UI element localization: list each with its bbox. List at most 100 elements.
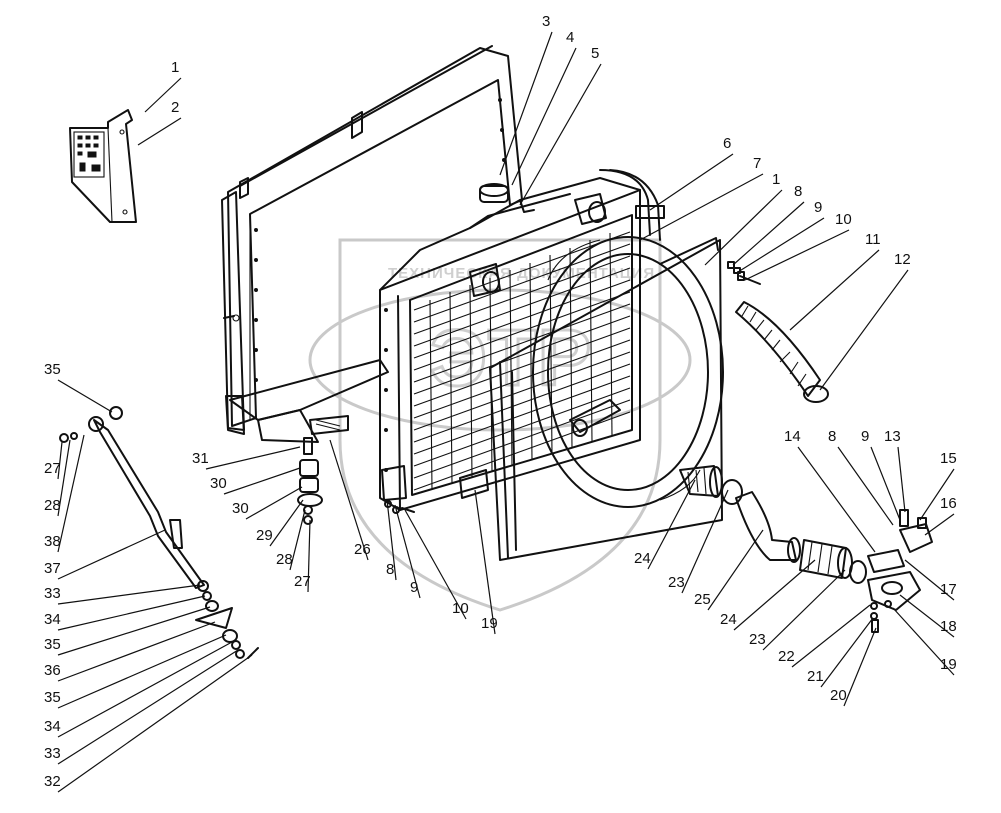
leader-line-c8b: [837, 446, 894, 526]
callout-label-c9b: 9: [861, 428, 869, 445]
leader-line-c5: [519, 63, 602, 206]
callout-label-c26: 26: [354, 541, 371, 558]
leader-line-c33b: [57, 649, 239, 765]
leader-line-c27a: [307, 519, 311, 593]
leader-line-c33a: [57, 584, 201, 605]
callout-label-c21: 21: [807, 668, 824, 685]
tie-rod-assembly: [59, 406, 259, 659]
leader-line-c30b: [245, 486, 303, 520]
leader-line-c32: [57, 654, 253, 793]
leader-line-c25: [707, 529, 764, 611]
callout-label-c8c: 8: [386, 561, 394, 578]
leader-line-c31: [205, 446, 301, 470]
callout-label-c35b: 35: [44, 636, 61, 653]
leader-line-c24a: [647, 479, 696, 570]
callout-label-c15: 15: [940, 450, 957, 467]
callout-label-c19b: 19: [940, 656, 957, 673]
leader-line-c8c: [386, 499, 397, 581]
callout-label-c35c: 35: [44, 689, 61, 706]
callout-label-c16: 16: [940, 495, 957, 512]
leader-line-c20: [843, 627, 877, 707]
callout-label-c31: 31: [192, 450, 209, 467]
leader-line-c19b: [892, 607, 955, 676]
callout-label-c3: 3: [542, 13, 550, 30]
callout-label-c30a: 30: [210, 475, 227, 492]
callout-label-c23a: 23: [668, 574, 685, 591]
callout-label-c23b: 23: [749, 631, 766, 648]
leader-line-c1b: [704, 189, 783, 266]
upper-hose: [735, 301, 829, 403]
callout-label-c22: 22: [778, 648, 795, 665]
leader-line-c28a: [289, 509, 306, 571]
callout-label-c34b: 34: [44, 718, 61, 735]
leader-line-c12: [819, 269, 909, 391]
callout-label-c33b: 33: [44, 745, 61, 762]
callout-label-c8b: 8: [828, 428, 836, 445]
leader-line-c7: [639, 173, 764, 241]
callout-label-c24a: 24: [634, 550, 651, 567]
leader-line-c10b: [404, 509, 467, 620]
leader-line-c10a: [744, 229, 850, 281]
leader-line-c18: [899, 594, 955, 638]
leader-line-c16: [924, 513, 955, 536]
leader-line-c27b: [57, 441, 63, 480]
callout-label-c36: 36: [44, 662, 61, 679]
callout-label-c35a: 35: [44, 361, 61, 378]
callout-label-c7: 7: [753, 155, 761, 172]
leader-line-c21: [820, 617, 874, 688]
leader-line-c36: [57, 621, 216, 682]
leader-line-c9b: [870, 446, 901, 521]
leader-line-c23b: [762, 569, 846, 651]
leader-line-c35a: [57, 379, 113, 413]
leader-line-c34b: [57, 641, 233, 738]
callout-label-c33a: 33: [44, 585, 61, 602]
leader-line-c24b: [733, 559, 816, 631]
callout-label-c1b: 1: [772, 171, 780, 188]
leader-line-c38: [57, 434, 85, 553]
leader-line-c19a: [474, 489, 496, 635]
radiator-frame: [221, 45, 523, 443]
callout-label-c12: 12: [894, 251, 911, 268]
leader-line-c13: [897, 446, 906, 513]
leader-line-c35c: [57, 634, 227, 709]
leader-line-c29: [269, 499, 304, 547]
callout-label-c20: 20: [830, 687, 847, 704]
leader-line-c23a: [681, 489, 729, 594]
leader-line-c11: [789, 249, 880, 331]
callout-label-c6: 6: [723, 135, 731, 152]
leader-line-c22: [791, 604, 871, 668]
leader-line-c9c: [394, 504, 421, 599]
leader-line-c4: [511, 47, 577, 186]
callout-label-c4: 4: [566, 29, 574, 46]
callout-label-c5: 5: [591, 45, 599, 62]
bolt-set-upper: [727, 261, 761, 285]
leader-line-c35b: [57, 606, 211, 656]
callout-label-c17: 17: [940, 581, 957, 598]
callout-label-c13: 13: [884, 428, 901, 445]
callout-label-c14: 14: [784, 428, 801, 445]
bracket-label-plate: [69, 109, 137, 223]
leader-line-c26: [329, 439, 369, 561]
leader-line-c28b: [57, 439, 71, 517]
leader-line-c2: [137, 117, 182, 146]
callout-label-c37: 37: [44, 560, 61, 577]
callout-label-c34a: 34: [44, 611, 61, 628]
callout-label-c9a: 9: [814, 199, 822, 216]
callout-label-c8a: 8: [794, 183, 802, 200]
lower-hoses: [679, 465, 867, 584]
leader-lines: [57, 31, 955, 793]
callout-label-c29: 29: [256, 527, 273, 544]
callout-label-c24b: 24: [720, 611, 737, 628]
leader-line-c1a: [144, 77, 182, 113]
callout-label-c32: 32: [44, 773, 61, 790]
leader-line-c8a: [732, 201, 805, 266]
leader-line-c6: [649, 153, 734, 211]
callout-label-c27a: 27: [294, 573, 311, 590]
leader-line-c9a: [737, 217, 825, 273]
callout-label-c18: 18: [940, 618, 957, 635]
callout-label-c25: 25: [694, 591, 711, 608]
callout-label-c30b: 30: [232, 500, 249, 517]
callout-label-c38: 38: [44, 533, 61, 550]
